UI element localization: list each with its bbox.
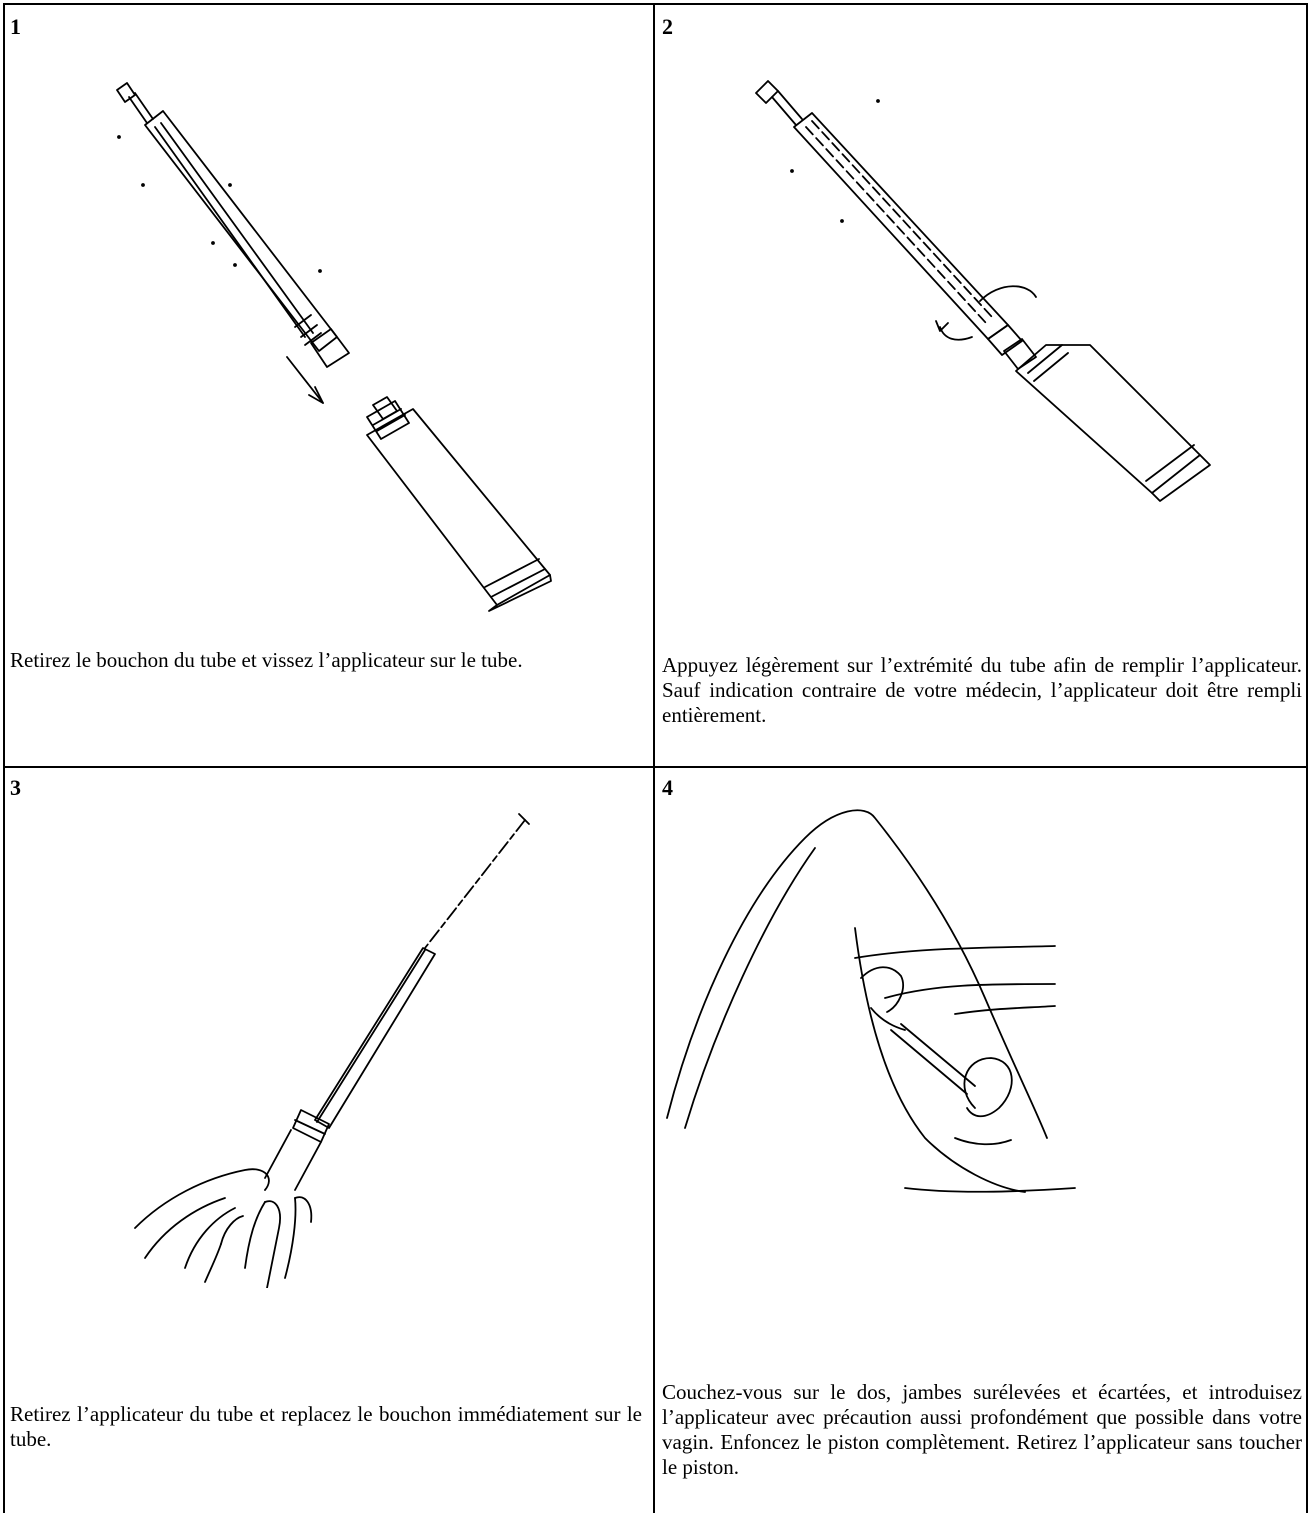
applicator-and-tube-illustration-icon	[105, 75, 565, 615]
step-number: 2	[662, 15, 673, 39]
step-cell-3: 3	[5, 768, 653, 1513]
step-cell-1: 1	[5, 5, 653, 766]
step-cell-2: 2	[655, 5, 1306, 766]
step-caption: Appuyez légèrement sur l’extrémité du tu…	[662, 653, 1302, 728]
step-cell-4: 4	[655, 768, 1306, 1513]
hands-holding-applicator-illustration-icon	[125, 798, 565, 1288]
step-number: 3	[10, 776, 21, 800]
step-caption: Retirez le bouchon du tube et vissez l’a…	[10, 648, 642, 673]
step-caption: Retirez l’applicateur du tube et replace…	[10, 1402, 642, 1452]
step-caption: Couchez-vous sur le dos, jambes surélevé…	[662, 1380, 1302, 1480]
table-border-right	[1306, 3, 1308, 1513]
applicator-insertion-illustration-icon	[655, 808, 1165, 1228]
applicator-screwed-on-tube-illustration-icon	[750, 75, 1220, 525]
step-number: 1	[10, 15, 21, 39]
step-number: 4	[662, 776, 673, 800]
